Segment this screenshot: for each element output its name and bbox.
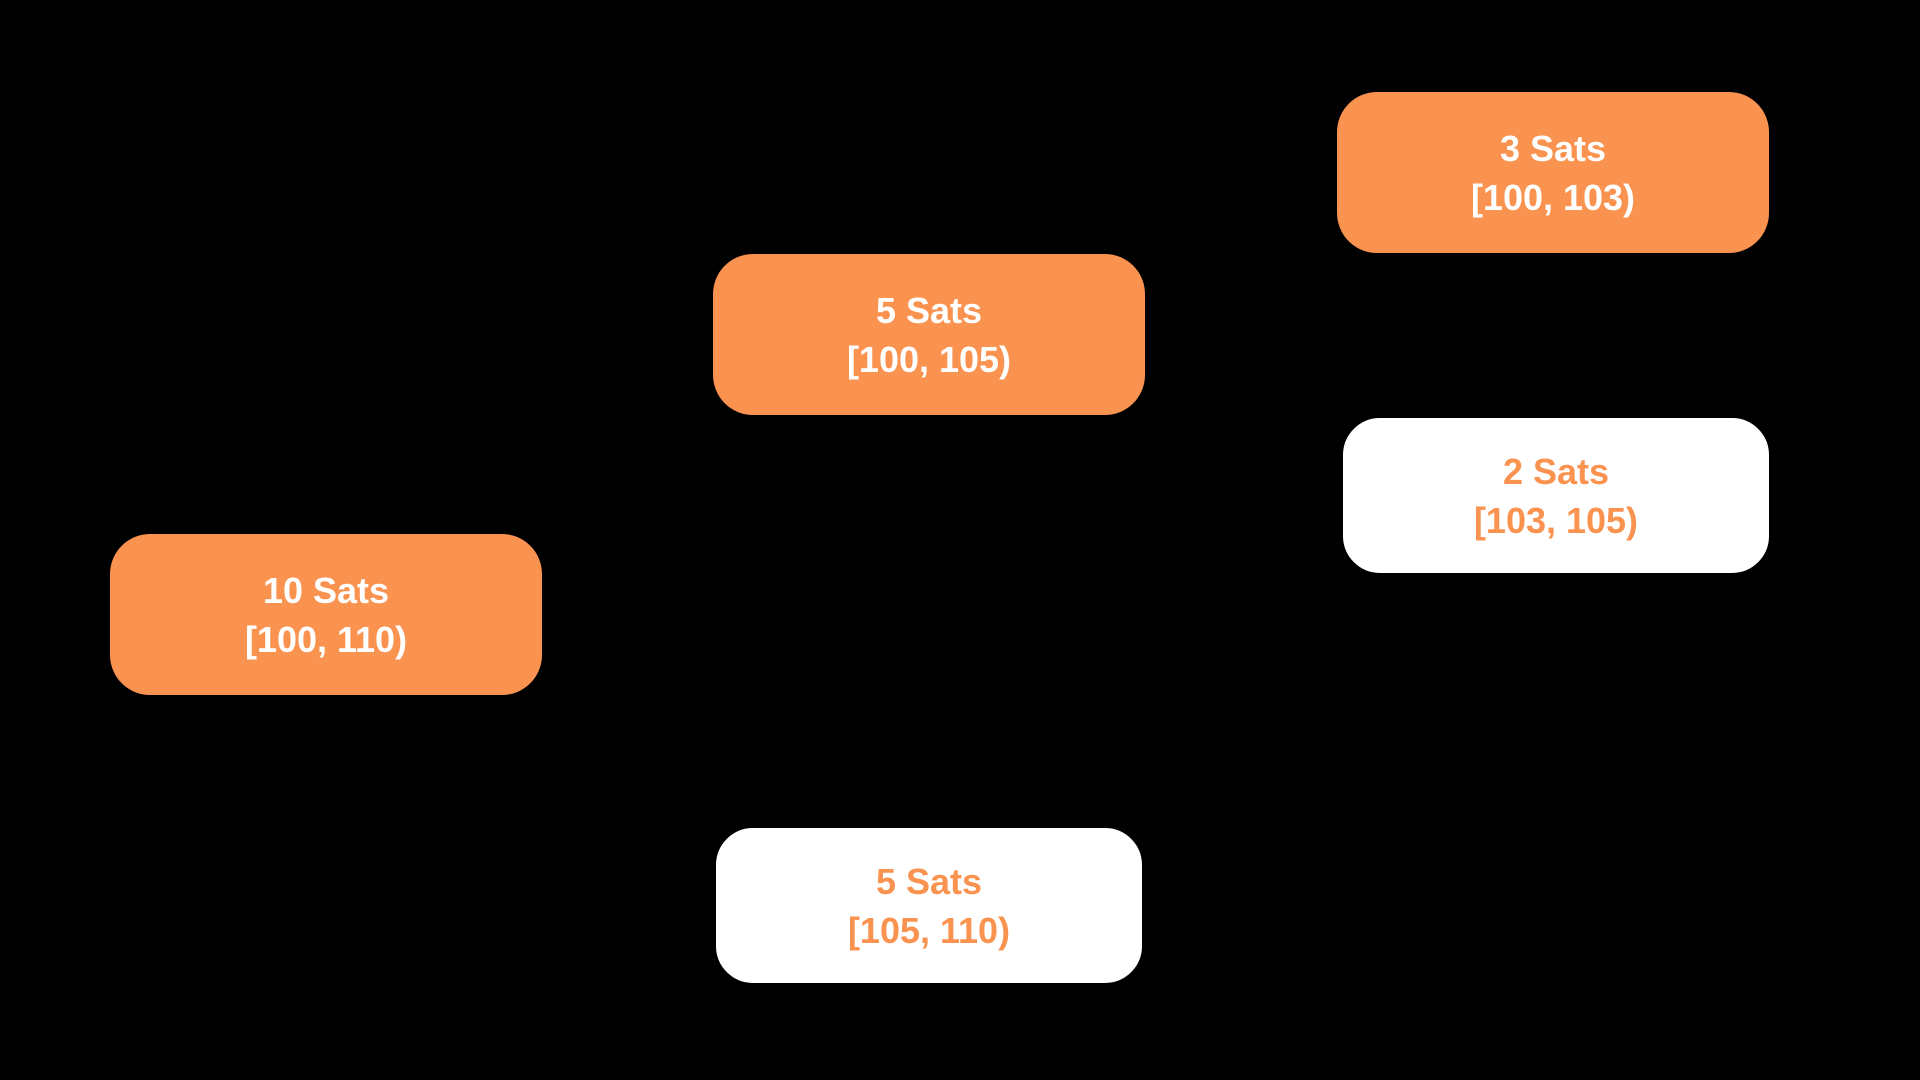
node-3-sats-100-103: 3 Sats [100, 103) <box>1337 92 1769 253</box>
node-title: 2 Sats <box>1502 450 1610 492</box>
node-title: 10 Sats <box>262 569 390 611</box>
node-range: [105, 110) <box>847 909 1011 951</box>
node-title: 3 Sats <box>1499 127 1607 169</box>
node-5-sats-105-110: 5 Sats [105, 110) <box>713 825 1145 986</box>
node-range: [100, 105) <box>846 338 1012 380</box>
node-2-sats-103-105: 2 Sats [103, 105) <box>1340 415 1772 576</box>
node-title: 5 Sats <box>875 289 983 331</box>
node-10-sats-100-110: 10 Sats [100, 110) <box>110 534 542 695</box>
node-title: 5 Sats <box>875 860 983 902</box>
node-5-sats-100-105: 5 Sats [100, 105) <box>713 254 1145 415</box>
node-range: [100, 103) <box>1470 176 1636 218</box>
node-range: [103, 105) <box>1473 499 1639 541</box>
node-range: [100, 110) <box>244 618 408 660</box>
